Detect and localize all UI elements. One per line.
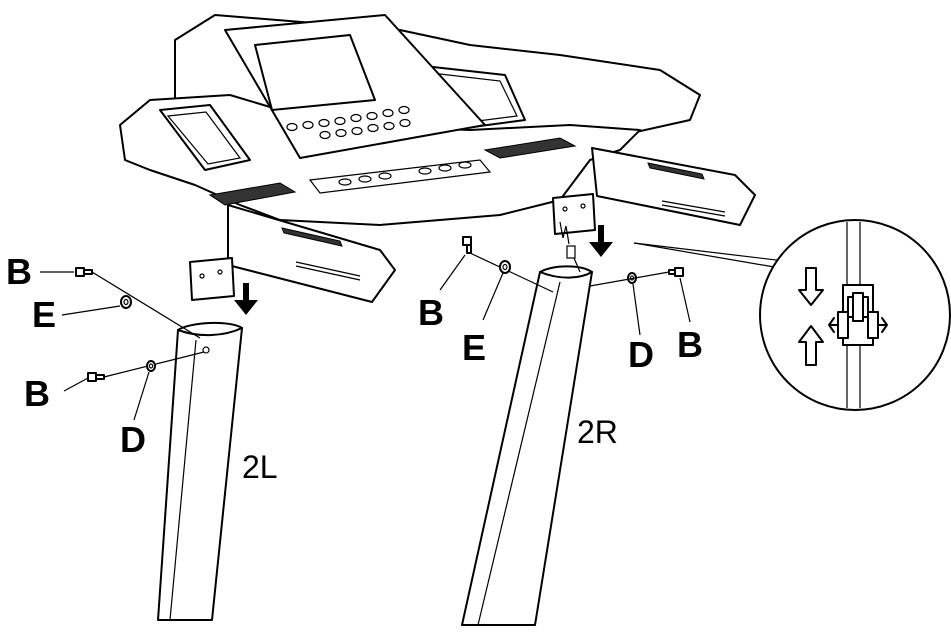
insert-arrow-right bbox=[589, 225, 613, 257]
left-hardware bbox=[40, 267, 205, 421]
arrow-up-icon bbox=[798, 325, 824, 366]
display-panel bbox=[224, 14, 486, 159]
label-b-left-bottom: B bbox=[24, 373, 50, 414]
screw-b-icon bbox=[87, 372, 105, 382]
washer-e-icon bbox=[499, 260, 511, 274]
cable-connector-icon bbox=[828, 284, 888, 346]
washer-d-icon bbox=[146, 360, 156, 372]
cable-connector-icon bbox=[559, 221, 581, 273]
detail-callout bbox=[633, 219, 951, 411]
label-post-2l: 2L bbox=[242, 449, 278, 485]
label-b-right-right: B bbox=[677, 324, 703, 365]
right-hardware bbox=[439, 236, 691, 336]
arrow-down-icon bbox=[798, 267, 824, 306]
label-d-right: D bbox=[628, 334, 654, 375]
right-upright-post bbox=[461, 265, 593, 626]
label-e-left: E bbox=[32, 294, 56, 335]
left-upright-post bbox=[157, 321, 243, 621]
label-d-left: D bbox=[120, 419, 146, 460]
label-e-right: E bbox=[462, 327, 486, 368]
left-handrail bbox=[189, 204, 396, 303]
washer-e-icon bbox=[120, 295, 132, 309]
screw-b-icon bbox=[668, 267, 684, 277]
console-buttons bbox=[286, 105, 411, 140]
screw-b-icon bbox=[462, 236, 472, 254]
insert-arrow-left bbox=[234, 283, 258, 315]
screw-b-icon bbox=[75, 267, 93, 277]
label-b-left-top: B bbox=[6, 251, 32, 292]
label-post-2r: 2R bbox=[577, 414, 618, 450]
right-handrail bbox=[552, 147, 756, 235]
label-b-right-left: B bbox=[418, 292, 444, 333]
console bbox=[119, 14, 701, 226]
